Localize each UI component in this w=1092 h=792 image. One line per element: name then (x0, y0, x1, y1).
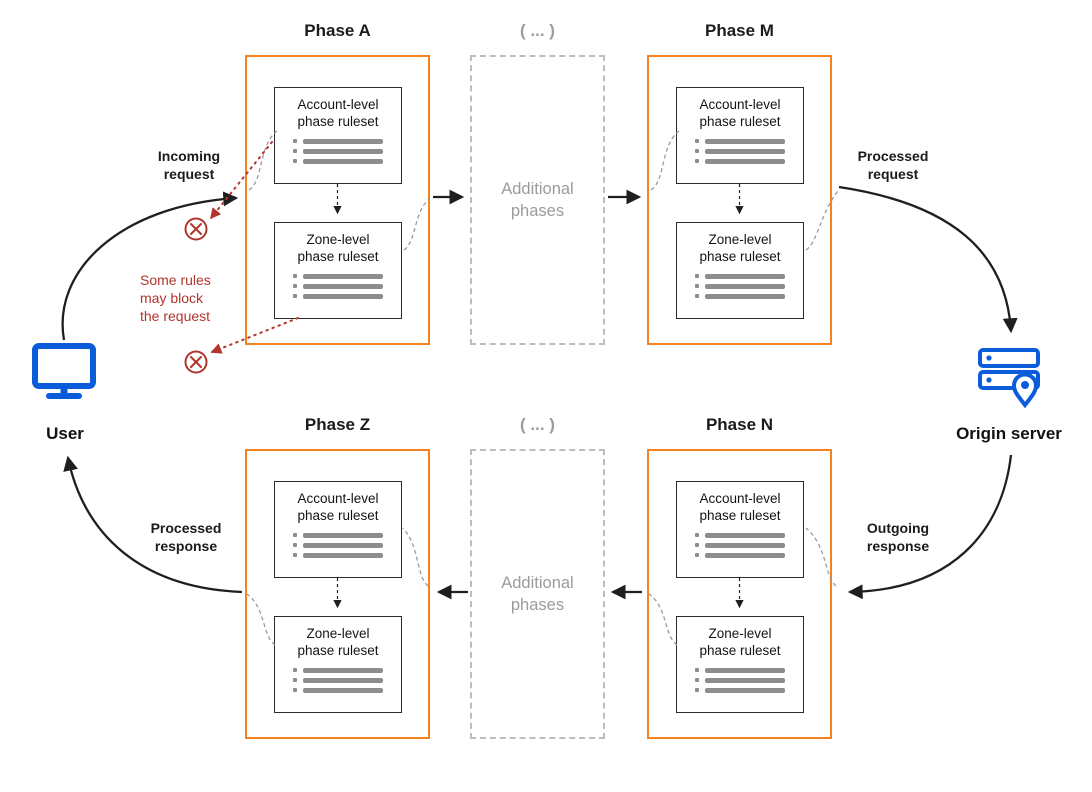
zone-ruleset-title: Zone-level phase ruleset (297, 232, 379, 264)
ruleset-lines-icon (695, 273, 785, 299)
rule-line-icon (705, 283, 785, 289)
rule-line-icon (705, 293, 785, 299)
account-ruleset-title: Account-level phase ruleset (297, 97, 379, 129)
phase-n-zone-ruleset-box: Zone-level phase ruleset (676, 616, 804, 713)
blocked-x-icon (184, 217, 208, 241)
rule-bullet-icon (695, 294, 699, 299)
additional-phases-label: Additional phases (501, 179, 574, 220)
origin-server-icon (978, 348, 1040, 408)
rule-bullet-icon (695, 139, 699, 144)
rule-bullet-icon (695, 284, 699, 289)
additional-phases-top-header: ( ... ) (520, 21, 555, 40)
rule-line-icon (303, 667, 383, 673)
rule-bullet-icon (293, 294, 297, 299)
phase-m-account-ruleset-box: Account-level phase ruleset (676, 87, 804, 184)
origin-server-label: Origin server (956, 424, 1062, 443)
rule-bullet-icon (695, 533, 699, 538)
zone-ruleset-title: Zone-level phase ruleset (699, 232, 781, 264)
outgoing-response-label: Outgoing response (866, 520, 930, 555)
rule-line-icon (303, 273, 383, 279)
rule-bullet-icon (695, 668, 699, 673)
phase-a-account-ruleset-box: Account-level phase ruleset (274, 87, 402, 184)
rule-bullet-icon (293, 284, 297, 289)
rule-line-icon (303, 148, 383, 154)
phase-m-title: Phase M (705, 21, 774, 40)
rule-bullet-icon (695, 149, 699, 154)
ruleset-lines-icon (293, 273, 383, 299)
phase-z-box: Account-level phase ruleset Zone-level p… (245, 449, 430, 739)
rule-line-icon (303, 283, 383, 289)
ruleset-lines-icon (695, 532, 785, 558)
phase-a-title: Phase A (304, 21, 371, 40)
blocked-x-icon (184, 350, 208, 374)
rule-line-icon (303, 552, 383, 558)
phase-m-box: Account-level phase ruleset Zone-level p… (647, 55, 832, 345)
rule-bullet-icon (695, 553, 699, 558)
user-label: User (46, 424, 84, 443)
rule-line-icon (303, 542, 383, 548)
phase-z-title: Phase Z (304, 415, 371, 434)
processed-response-label: Processed response (150, 520, 222, 555)
rule-bullet-icon (293, 159, 297, 164)
rule-bullet-icon (293, 149, 297, 154)
rule-bullet-icon (695, 688, 699, 693)
rule-bullet-icon (293, 139, 297, 144)
account-ruleset-title: Account-level phase ruleset (699, 97, 781, 129)
rule-bullet-icon (695, 159, 699, 164)
rule-bullet-icon (293, 553, 297, 558)
rule-line-icon (303, 158, 383, 164)
ruleset-lines-icon (293, 138, 383, 164)
rule-bullet-icon (695, 543, 699, 548)
rule-line-icon (303, 532, 383, 538)
block-note: Some rules may block the request (140, 272, 211, 325)
rule-line-icon (705, 148, 785, 154)
rule-bullet-icon (293, 543, 297, 548)
rule-line-icon (705, 542, 785, 548)
zone-ruleset-title: Zone-level phase ruleset (699, 626, 781, 658)
phase-a-zone-ruleset-box: Zone-level phase ruleset (274, 222, 402, 319)
rule-line-icon (705, 667, 785, 673)
additional-phases-bottom-header: ( ... ) (520, 415, 555, 434)
rule-line-icon (705, 677, 785, 683)
account-ruleset-title: Account-level phase ruleset (297, 491, 379, 523)
rule-line-icon (303, 687, 383, 693)
rule-bullet-icon (293, 533, 297, 538)
phase-a-box: Account-level phase ruleset Zone-level p… (245, 55, 430, 345)
rule-bullet-icon (293, 678, 297, 683)
ruleset-lines-icon (293, 667, 383, 693)
rule-line-icon (303, 138, 383, 144)
rule-line-icon (705, 687, 785, 693)
rule-bullet-icon (293, 668, 297, 673)
rule-bullet-icon (695, 678, 699, 683)
additional-phases-box-top: Additional phases (470, 55, 605, 345)
user-monitor-icon (32, 343, 96, 399)
account-ruleset-title: Account-level phase ruleset (699, 491, 781, 523)
ruleset-lines-icon (695, 667, 785, 693)
processed-request-label: Processed request (857, 148, 929, 183)
rule-line-icon (705, 273, 785, 279)
phase-z-zone-ruleset-box: Zone-level phase ruleset (274, 616, 402, 713)
rule-bullet-icon (293, 688, 297, 693)
rule-bullet-icon (695, 274, 699, 279)
phase-n-box: Account-level phase ruleset Zone-level p… (647, 449, 832, 739)
additional-phases-label: Additional phases (501, 573, 574, 614)
additional-phases-box-bottom: Additional phases (470, 449, 605, 739)
incoming-request-label: Incoming request (157, 148, 221, 183)
zone-ruleset-title: Zone-level phase ruleset (297, 626, 379, 658)
ruleset-lines-icon (293, 532, 383, 558)
phase-n-title: Phase N (705, 415, 774, 434)
phase-m-zone-ruleset-box: Zone-level phase ruleset (676, 222, 804, 319)
rule-bullet-icon (293, 274, 297, 279)
phase-n-account-ruleset-box: Account-level phase ruleset (676, 481, 804, 578)
phase-z-account-ruleset-box: Account-level phase ruleset (274, 481, 402, 578)
processed-request-arrow (838, 185, 1018, 334)
rule-line-icon (303, 677, 383, 683)
ruleset-lines-icon (695, 138, 785, 164)
rule-line-icon (303, 293, 383, 299)
rule-line-icon (705, 532, 785, 538)
rule-line-icon (705, 158, 785, 164)
rule-line-icon (705, 552, 785, 558)
rule-line-icon (705, 138, 785, 144)
